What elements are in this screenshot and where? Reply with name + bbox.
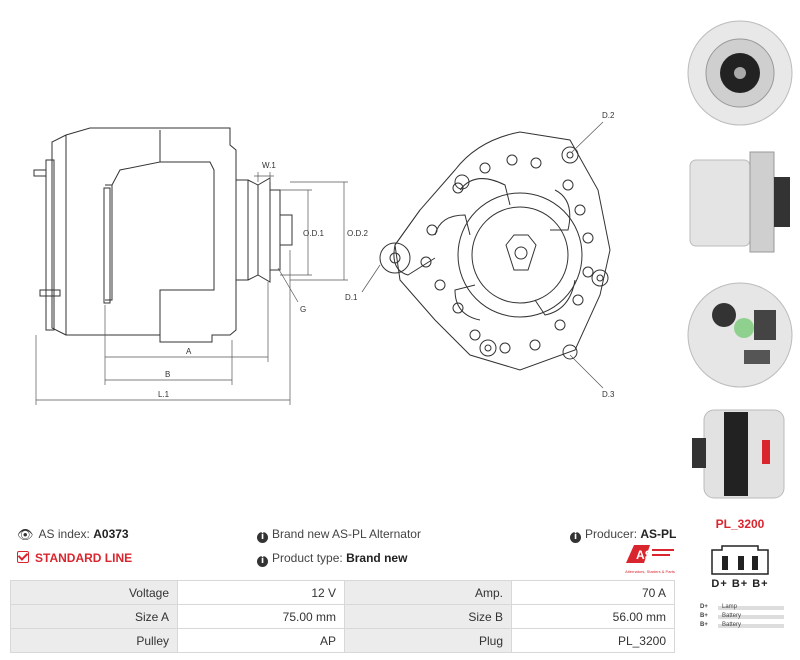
info-icon: i bbox=[570, 532, 581, 543]
label-d2: D.2 bbox=[602, 111, 615, 120]
product-type-value: Brand new bbox=[346, 551, 408, 565]
plug-title: PL_3200 bbox=[715, 517, 765, 531]
logo-tagline: Alternators, Starters & Parts bbox=[625, 569, 675, 574]
table-row: Voltage 12 V Amp. 70 A bbox=[10, 580, 675, 605]
technical-drawing: W.1 O.D.1 O.D.2 G A B L.1 D.1 D.2 D.3 bbox=[33, 111, 615, 405]
label-a: A bbox=[186, 347, 192, 356]
product-photo-column bbox=[680, 0, 800, 510]
svg-text:AS: AS bbox=[636, 548, 653, 562]
check-icon bbox=[17, 551, 29, 563]
plug-pins: D+ B+ B+ bbox=[711, 578, 769, 590]
alternator-photo-angle[interactable] bbox=[684, 400, 796, 505]
plug-connector-icon bbox=[711, 545, 769, 575]
as-index-value: A0373 bbox=[93, 527, 129, 541]
table-row: Size A 75.00 mm Size B 56.00 mm bbox=[10, 604, 675, 629]
info-icon: i bbox=[257, 556, 268, 567]
label-l1: L.1 bbox=[158, 390, 170, 399]
as-index: 👁AS index: A0373 bbox=[17, 527, 129, 543]
alternator-photo-side[interactable] bbox=[684, 142, 796, 262]
producer-value: AS-PL bbox=[640, 527, 677, 541]
label-od1: O.D.1 bbox=[303, 229, 324, 238]
label-d3: D.3 bbox=[602, 390, 615, 399]
label-g: G bbox=[300, 305, 306, 314]
as-pl-logo: AS Alternators, Starters & Parts bbox=[620, 543, 680, 574]
plug-legend-item: B+Battery bbox=[700, 613, 784, 620]
label-w1: W.1 bbox=[262, 161, 276, 170]
alternator-photo-rear[interactable] bbox=[684, 270, 796, 400]
table-row: Pulley AP Plug PL_3200 bbox=[10, 628, 675, 653]
label-od2: O.D.2 bbox=[347, 229, 368, 238]
standard-line: STANDARD LINE bbox=[17, 551, 132, 565]
plug-legend-item: D+Lamp bbox=[700, 604, 784, 611]
eye-icon: 👁 bbox=[17, 528, 34, 543]
label-d1: D.1 bbox=[345, 293, 358, 302]
alternator-photo-front[interactable] bbox=[684, 8, 796, 138]
plug-legend-item: B+Battery bbox=[700, 622, 784, 629]
label-b: B bbox=[165, 370, 170, 379]
info-icon: i bbox=[257, 532, 268, 543]
specs-table: Voltage 12 V Amp. 70 A Size A 75.00 mm S… bbox=[10, 580, 675, 653]
